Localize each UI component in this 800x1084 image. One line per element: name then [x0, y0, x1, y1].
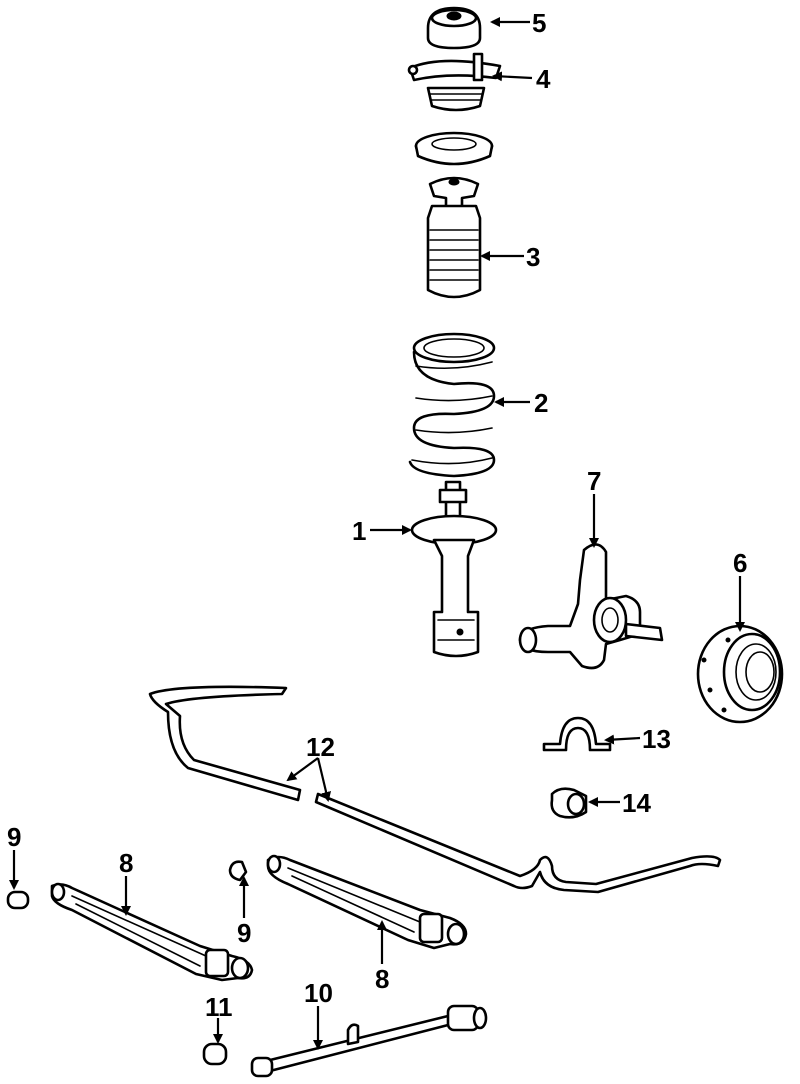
callout-13: 13: [642, 724, 671, 754]
callout-labels: 5 4 3 2 1 7 6 13 14 12 9 9 8 8 11 10: [7, 8, 747, 1022]
bearing-plate-part: [407, 52, 502, 112]
lateral-link-left-part: [50, 882, 254, 982]
lateral-link-right-part: [266, 854, 468, 950]
callout-8a: 8: [119, 848, 133, 878]
callout-2: 2: [534, 388, 548, 418]
callout-11: 11: [205, 992, 233, 1022]
leader-lines: [9, 17, 745, 1050]
stabilizer-bracket-part: [542, 716, 612, 752]
stabilizer-bushing-part: [550, 787, 588, 819]
callout-4: 4: [536, 64, 551, 94]
leader-12a: [286, 757, 319, 782]
callout-6: 6: [733, 548, 747, 578]
bushing-9b-part: [228, 860, 248, 882]
spring-seat-part: [414, 131, 494, 166]
callout-8b: 8: [375, 964, 389, 994]
callout-7: 7: [587, 466, 601, 496]
callout-9b: 9: [237, 918, 251, 948]
leader-4: [492, 71, 533, 82]
knuckle-part: [518, 543, 664, 670]
dust-boot-part: [426, 176, 482, 299]
callout-14: 14: [622, 788, 651, 818]
callout-5: 5: [532, 8, 546, 38]
callout-10: 10: [304, 978, 333, 1008]
hub-bearing-part: [696, 624, 784, 724]
bushing-9a-part: [6, 890, 30, 910]
callout-9a: 9: [7, 822, 21, 852]
stabilizer-bar-part: [148, 685, 722, 894]
leader-13: [604, 734, 641, 745]
trailing-link-part: [250, 1004, 488, 1078]
callout-12: 12: [306, 732, 335, 762]
callout-1: 1: [352, 516, 366, 546]
callout-3: 3: [526, 242, 540, 272]
strut-mount-part: [426, 6, 482, 50]
leader-12b: [316, 757, 332, 802]
strut-assembly-part: [410, 480, 498, 658]
coil-spring-part: [408, 332, 496, 478]
bushing-11-part: [202, 1042, 228, 1066]
